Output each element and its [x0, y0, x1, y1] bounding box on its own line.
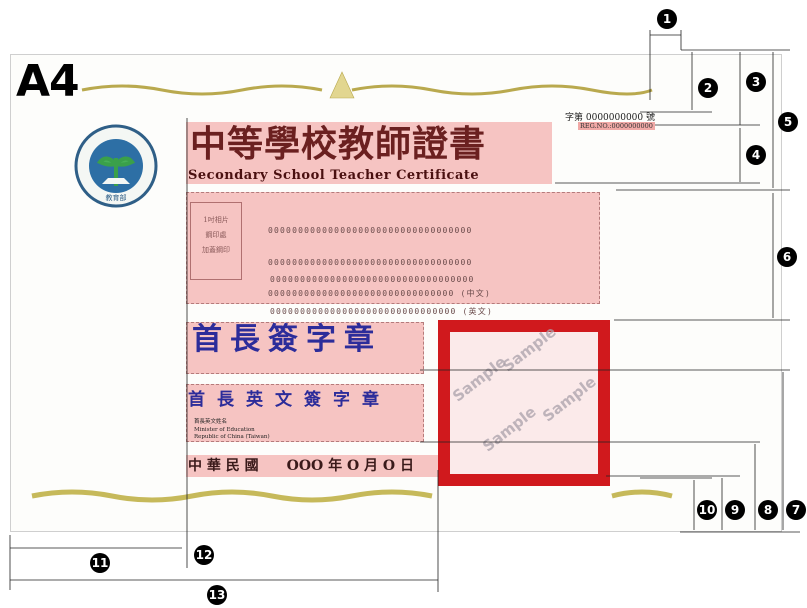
body-text-en: 0000000000000000000000000000000000 00000… [270, 275, 493, 316]
minister-title: Minister of Education [194, 426, 255, 433]
photo-label-line: 鋼印處 [205, 231, 227, 239]
photo-label-line: 加蓋鋼印 [202, 246, 230, 254]
paper-size-label: A4 [16, 56, 80, 107]
annotation-badge-3: 3 [746, 72, 766, 92]
annotation-badge-11: 11 [90, 553, 110, 573]
title-field [186, 122, 552, 184]
signature-field-en [186, 384, 424, 442]
certificate-title-cn: 中等學校教師證書 [190, 123, 487, 165]
annotation-badge-6: 6 [777, 247, 797, 267]
certificate-body-field [186, 192, 600, 304]
minister-country: Republic of China (Taiwan) [194, 434, 270, 440]
annotation-badge-10: 10 [697, 500, 717, 520]
annotation-badge-8: 8 [758, 500, 778, 520]
annotation-badge-5: 5 [778, 112, 798, 132]
photo-label-line: 1吋相片 [203, 216, 229, 224]
seal-inner-area [450, 332, 598, 474]
minister-info: 首長英文姓名 Minister of Education Republic of… [194, 419, 270, 442]
decorative-border [31, 71, 673, 503]
annotation-badge-1: 1 [657, 9, 677, 29]
bottom-border-vine [31, 489, 673, 503]
annotation-badge-13: 13 [207, 585, 227, 605]
top-border-vine [81, 71, 653, 99]
body-text-cn: 0000000000000000000000000000000000 00000… [268, 226, 491, 298]
annotation-badge-9: 9 [725, 500, 745, 520]
ministry-emblem-icon: 教育部 [74, 124, 158, 208]
photo-placeholder: 1吋相片 鋼印處 加蓋鋼印 [190, 202, 242, 280]
emblem-bottom-text: 教育部 [106, 193, 127, 202]
annotation-badge-12: 12 [194, 545, 214, 565]
signature-field-cn [186, 322, 424, 374]
annotation-badge-7: 7 [786, 500, 806, 520]
minister-name-label: 首長英文姓名 [194, 419, 228, 425]
official-seal: Sample Sample Sample Sample [438, 320, 610, 486]
signature-cn: 首長簽字章 [192, 322, 382, 357]
signature-en: 首長英文簽字章 [188, 390, 391, 410]
registration-number-en: REG.NO.:0000000000 [578, 122, 655, 130]
date-line: 中 華 民 國 OOO 年 O 月 O 日 [188, 458, 414, 474]
registration-number-cn: 字第 0000000000 號 [565, 113, 655, 123]
annotation-badge-2: 2 [698, 78, 718, 98]
annotation-badge-4: 4 [746, 145, 766, 165]
certificate-title-en: Secondary School Teacher Certificate [188, 168, 480, 183]
